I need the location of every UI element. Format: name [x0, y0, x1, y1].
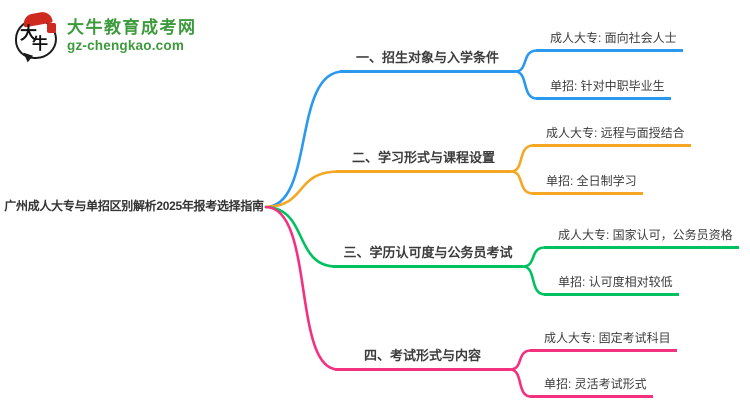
link-root-branch-2 [264, 170, 341, 209]
node-branch-2-child-1: 成人大专: 远程与面授结合 [532, 123, 691, 147]
link-root-branch-4 [264, 205, 340, 371]
link-branch-4-child-2 [508, 368, 533, 398]
node-branch-2-child-2: 单招: 全日制学习 [532, 171, 643, 195]
logo-red-seal [47, 23, 56, 33]
logo-char-bottom: 牛 [32, 36, 49, 53]
node-branch-3-child-2: 单招: 认可度相对较低 [544, 272, 679, 296]
node-branch-1: 一、招生对象与入学条件 [340, 47, 515, 73]
logo-char-top: 大 [20, 24, 37, 43]
logo-text: 大牛教育成考网 gz-chengkao.com [67, 18, 197, 54]
site-domain: gz-chengkao.com [67, 38, 185, 53]
link-branch-1-child-1 [513, 49, 539, 73]
node-branch-1-child-2: 单招: 针对中职毕业生 [536, 76, 671, 100]
node-branch-2: 二、学习形式与课程设置 [336, 147, 511, 173]
node-branch-3-child-1: 成人大专: 国家认可，公务员资格 [544, 225, 739, 249]
link-branch-2-child-2 [509, 170, 535, 195]
link-root-branch-3 [264, 205, 338, 268]
node-branch-4-child-1: 成人大专: 固定考试科目 [530, 328, 677, 352]
link-branch-3-child-1 [521, 246, 547, 268]
link-branch-3-child-2 [521, 265, 547, 296]
node-branch-1-child-1: 成人大专: 面向社会人士 [536, 28, 683, 52]
logo-bubble-shape [15, 19, 57, 59]
site-name: 大牛教育成考网 [67, 18, 197, 37]
site-logo: 大 牛 大牛教育成考网 gz-chengkao.com [14, 10, 197, 64]
node-branch-4-child-2: 单招: 灵活考试形式 [530, 374, 653, 398]
link-branch-1-child-2 [513, 70, 539, 100]
logo-icon: 大 牛 [14, 10, 60, 64]
link-branch-4-child-1 [508, 349, 533, 371]
node-branch-4: 四、考试形式与内容 [335, 345, 510, 371]
node-branch-3: 三、学历认可度与公务员考试 [333, 242, 523, 268]
link-root-branch-1 [264, 70, 345, 209]
root-node: 广州成人大专与单招区别解析2025年报考选择指南 [4, 199, 264, 213]
link-branch-2-child-1 [509, 144, 535, 173]
